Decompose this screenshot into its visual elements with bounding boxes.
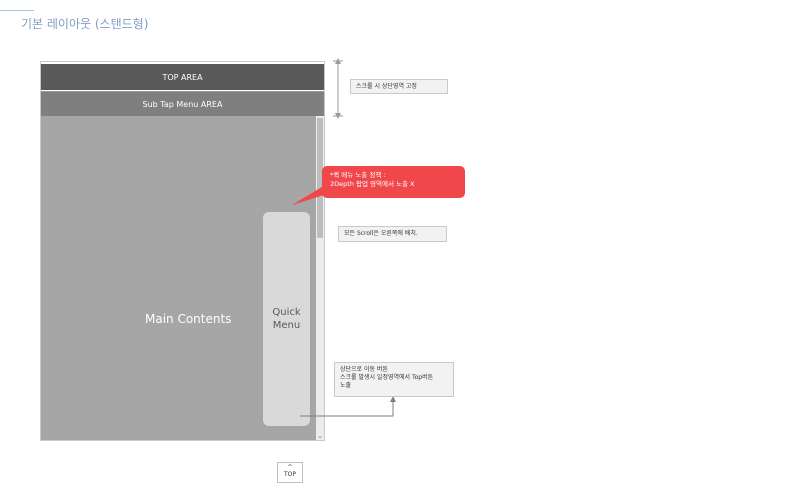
callout-line1: *퀵 메뉴 노출 정책 :	[330, 171, 386, 179]
sub-tab-menu-area[interactable]: Sub Tap Menu AREA	[41, 91, 324, 116]
arrow-up-icon	[390, 396, 396, 402]
arrow-up-icon	[335, 58, 341, 64]
scroll-position-note: 모든 Scroll은 오른쪽에 배치.	[338, 226, 447, 242]
quick-menu[interactable]: Quick Menu	[263, 212, 310, 426]
vertical-scrollbar[interactable]: ⌄	[316, 116, 324, 440]
top-area: TOP AREA	[41, 64, 324, 90]
main-contents-label: Main Contents	[145, 312, 232, 326]
top-button[interactable]: ^ TOP	[277, 462, 303, 483]
top-button-connector	[300, 400, 394, 417]
chevron-down-icon[interactable]: ⌄	[317, 432, 323, 440]
quick-menu-label-line2: Menu	[272, 320, 301, 331]
page-title: 기본 레이아웃 (스탠드형)	[21, 17, 149, 31]
title-accent-line	[0, 10, 34, 11]
top-note-line1: 상단으로 이동 버튼	[340, 366, 388, 373]
top-button-note: 상단으로 이동 버튼 스크롤 발생시 일정영역에서 Top버튼 노출	[334, 362, 454, 397]
quick-menu-policy-callout: *퀵 메뉴 노출 정책 : 2Depth 팝업 영역에서 노출 X	[322, 166, 465, 198]
fixed-top-note: 스크롤 시 상단영역 고정	[350, 79, 448, 94]
scrollbar-thumb[interactable]	[317, 118, 323, 238]
arrow-down-icon	[335, 113, 341, 119]
quick-menu-label-line1: Quick	[272, 307, 301, 318]
top-area-label: TOP AREA	[162, 72, 203, 82]
sub-tab-menu-label: Sub Tap Menu AREA	[142, 99, 223, 109]
top-button-label: TOP	[283, 471, 296, 478]
top-note-line2: 스크롤 발생시 일정영역에서 Top버튼	[340, 374, 434, 381]
callout-line2: 2Depth 팝업 영역에서 노출 X	[330, 180, 415, 188]
caret-up-icon: ^	[287, 464, 293, 471]
top-note-line3: 노출	[340, 382, 352, 389]
